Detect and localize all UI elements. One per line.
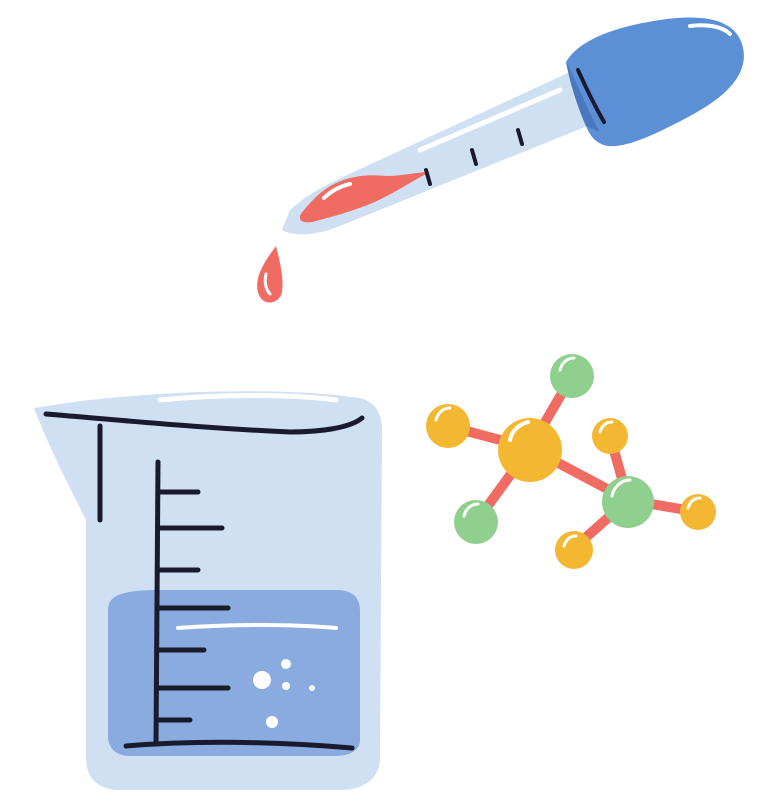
beaker-icon (34, 391, 382, 790)
pipette-icon (282, 17, 744, 235)
pipette-bulb-opening (576, 68, 606, 124)
atom-highlight (434, 406, 452, 422)
pipette-tick (516, 128, 524, 146)
pipette-tick (424, 168, 432, 186)
atom-highlight (462, 502, 480, 518)
beaker-scale-axis (153, 459, 161, 747)
atom-yellow-large (498, 418, 562, 482)
beaker-rim-highlight (157, 393, 339, 403)
pipette-liquid (299, 172, 430, 223)
pipette-glass-highlight (417, 87, 563, 153)
beaker-base-line (123, 739, 355, 751)
atom-highlight (598, 420, 614, 434)
atom-yellow (426, 404, 470, 448)
bubble (253, 671, 271, 689)
atom-yellow-small (555, 531, 593, 569)
atom-highlight (562, 534, 578, 548)
atom-green (550, 354, 594, 398)
liquid-drop (257, 246, 283, 303)
drop-icon (257, 246, 283, 303)
beaker-liquid-surface (176, 623, 338, 630)
drop-highlight (263, 272, 272, 296)
atom-highlight (686, 496, 702, 510)
pipette-bulb-highlight (688, 23, 732, 36)
beaker-rim-outline (43, 411, 365, 435)
pipette-bulb-collar (566, 62, 600, 132)
atom-green (454, 500, 498, 544)
pipette-liquid-highlight (322, 182, 352, 200)
beaker-liquid (108, 590, 360, 756)
bubble (282, 682, 290, 690)
pipette-tick (470, 148, 478, 166)
pipette-bulb (566, 17, 744, 147)
molecule-icon (426, 354, 716, 569)
bubble (309, 685, 315, 691)
bubble (281, 659, 291, 669)
atom-green-medium (602, 476, 654, 528)
bubble (266, 716, 278, 728)
atom-highlight (558, 356, 576, 372)
atom-highlight (508, 420, 530, 442)
atom-highlight (610, 478, 632, 498)
